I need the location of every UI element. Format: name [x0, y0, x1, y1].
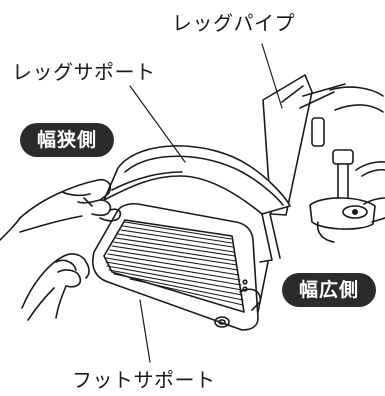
foot-support-plate	[92, 202, 261, 331]
footplate-bracket	[257, 213, 281, 313]
label-foot-support: フットサポート	[72, 368, 216, 392]
leg-support-strap	[103, 145, 291, 215]
label-leg-support: レッグサポート	[12, 60, 156, 84]
caster-wheel	[309, 149, 385, 243]
leader-lines	[129, 43, 283, 363]
hand-lower	[21, 253, 90, 321]
label-narrow-side: 幅狭側	[20, 123, 114, 157]
hand-upper	[0, 178, 122, 241]
label-leg-pipe: レッグパイプ	[172, 11, 295, 35]
label-wide-side: 幅広側	[282, 273, 376, 307]
